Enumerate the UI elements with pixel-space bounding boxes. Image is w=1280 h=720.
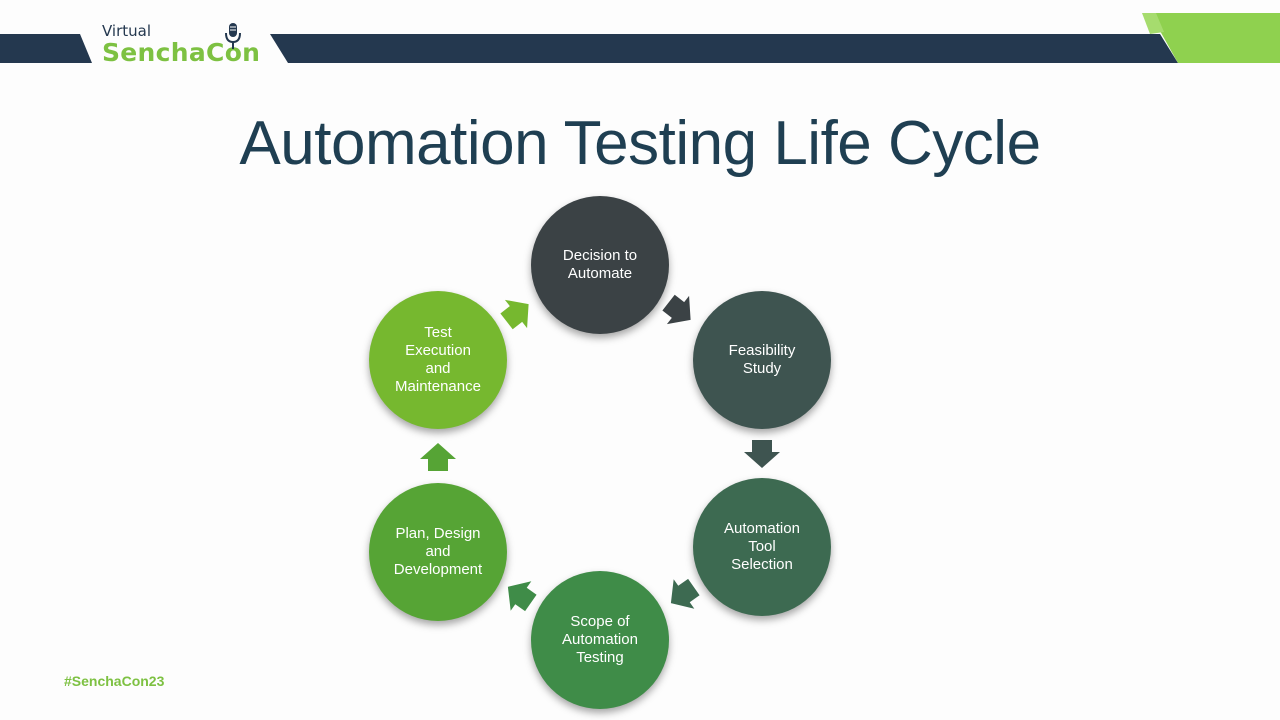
slide-title: Automation Testing Life Cycle: [239, 109, 1041, 178]
banner-stripe-left: [0, 34, 92, 63]
step-label: Scope of Automation Testing: [562, 613, 638, 666]
step-label: Feasibility Study: [728, 342, 796, 377]
header-banner: [0, 13, 1280, 63]
step-feasibility-study: Feasibility Study: [693, 291, 831, 429]
arrow-decision-to-feasibility: [662, 294, 691, 325]
step-decision-to-automate: Decision to Automate: [531, 196, 669, 334]
arrow-tool-to-scope: [670, 578, 700, 609]
step-plan-design-development: Plan, Design and Development: [369, 483, 507, 621]
step-scope-of-automation-testing: Scope of Automation Testing: [531, 571, 669, 709]
arrow-execution-to-decision: [500, 299, 529, 330]
chevron-arrow-icon: [420, 443, 456, 471]
step-label: Decision to Automate: [562, 247, 638, 282]
event-hashtag: #SenchaCon23: [64, 673, 165, 689]
logo-virtual-text: Virtual: [102, 22, 152, 40]
banner-stripe-main: [270, 34, 1178, 63]
arrow-plan-to-execution: [420, 443, 456, 471]
chevron-arrow-icon: [500, 299, 529, 330]
banner-accent-green: [1150, 13, 1280, 63]
chevron-arrow-icon: [670, 578, 700, 609]
step-label: Plan, Design and Development: [393, 525, 483, 578]
step-label: Automation Tool Selection: [724, 520, 800, 573]
banner-accent-light: [1142, 13, 1164, 34]
arrow-feasibility-to-tool: [744, 440, 780, 468]
chevron-arrow-icon: [744, 440, 780, 468]
arrow-scope-to-plan: [507, 581, 537, 612]
chevron-arrow-icon: [507, 581, 537, 612]
senchacon-logo: Virtual SenchaCon: [100, 22, 290, 72]
step-label: Test Execution and Maintenance: [395, 324, 481, 395]
chevron-arrow-icon: [662, 294, 691, 325]
microphone-icon: [225, 23, 241, 49]
step-test-execution-maintenance: Test Execution and Maintenance: [369, 291, 507, 429]
step-automation-tool-selection: Automation Tool Selection: [693, 478, 831, 616]
